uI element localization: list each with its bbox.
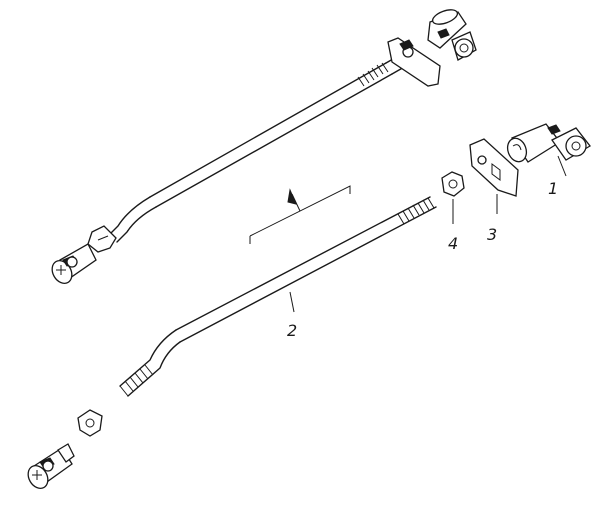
callout-1: 1 — [548, 179, 558, 198]
callout-2: 2 — [287, 321, 297, 340]
callout-3: 3 — [487, 225, 497, 244]
part-4-hex-nut — [441, 171, 465, 224]
lower-socket-end — [51, 243, 97, 284]
part-1-socket — [506, 123, 591, 177]
upper-rod-end — [427, 9, 477, 61]
rod-hex-fitting — [87, 225, 117, 253]
upper-bracket-plate — [387, 37, 441, 87]
rod-thread-lower — [119, 364, 154, 397]
assembled-rod-linkage — [51, 9, 477, 284]
rod-thread — [357, 62, 389, 87]
lower-hex-nut — [77, 409, 103, 437]
loose-lower-socket — [27, 443, 75, 489]
direction-arrow-icon — [249, 185, 351, 244]
part-2-threaded-rod — [119, 196, 437, 397]
rod-thread-upper — [397, 197, 435, 225]
part-3-bracket-plate — [469, 138, 519, 214]
callout-labels: 1 3 4 2 — [287, 179, 558, 340]
callout-4: 4 — [448, 234, 458, 253]
